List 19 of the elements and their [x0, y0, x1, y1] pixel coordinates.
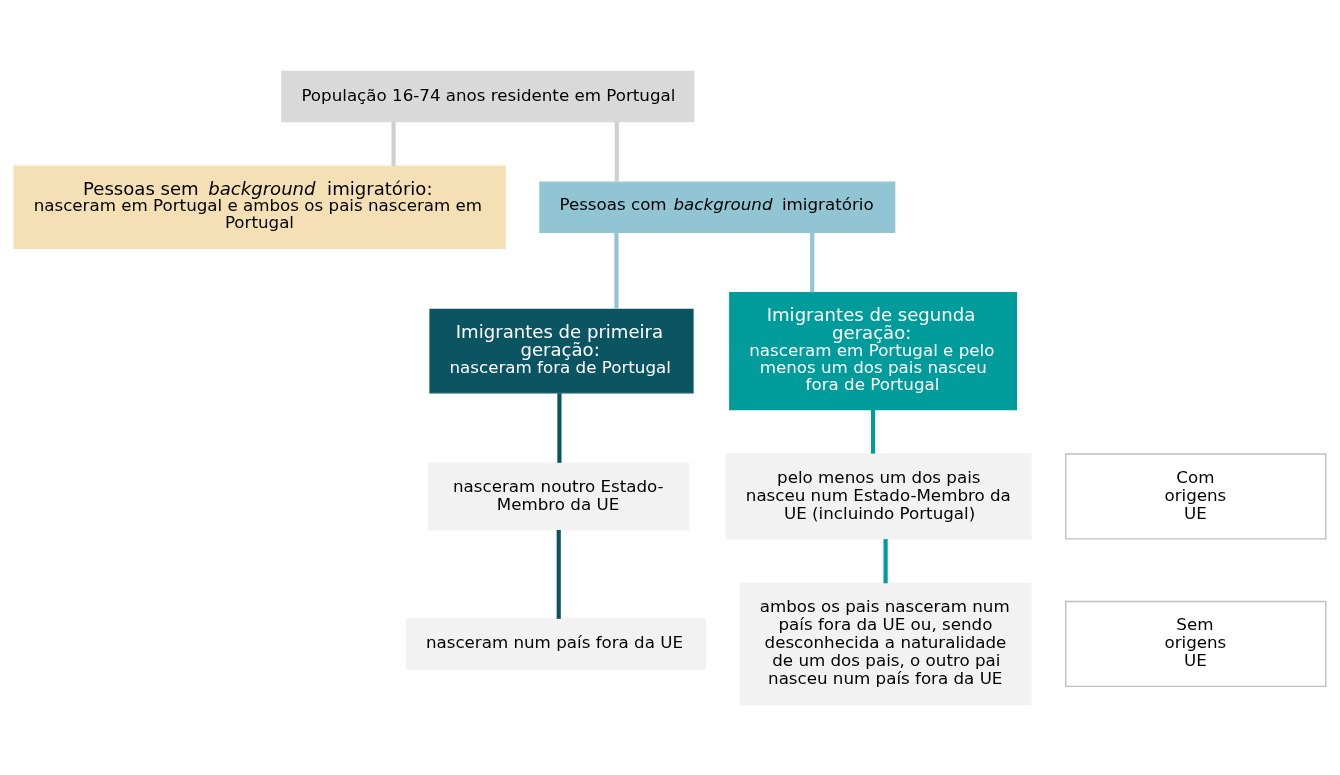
connector [391, 121, 396, 166]
node-box: População 16-74 anos residente em Portugal [281, 70, 695, 122]
connector [614, 121, 619, 182]
node-box: nasceram noutro Estado-Membro da UE [427, 461, 690, 531]
connector [810, 231, 815, 292]
node-box: Com origens UE [1065, 452, 1327, 540]
node-box: nasceram num país fora da UE [405, 617, 707, 670]
connector [614, 231, 619, 309]
node-box: Sem origens UE [1065, 600, 1327, 687]
connector [556, 529, 561, 619]
node-box: Imigrantes de primeira geração: nasceram fora de Portugal [429, 308, 694, 394]
node-box: Pessoas com background imigratório [539, 180, 896, 233]
node-box: Pessoas sem background imigratório: nasceram em Portugal e ambos os pais nasceram em Portugal [13, 164, 506, 249]
connector [871, 409, 876, 454]
node-box: Imigrantes de segunda geração: nasceram em Portugal e pelo menos um dos pais nasceu fora de Portugal [729, 291, 1018, 410]
node-box: pelo menos um dos pais nasceu num Estado-Membro da UE (incluindo Portugal) [725, 452, 1032, 540]
connector [557, 392, 562, 463]
connector [883, 538, 888, 583]
node-box: ambos os pais nasceram num país fora da UE ou, sendo desconhecida a naturalidade de um dos pais, o outro pai nasceu num país fora da UE [739, 582, 1032, 705]
